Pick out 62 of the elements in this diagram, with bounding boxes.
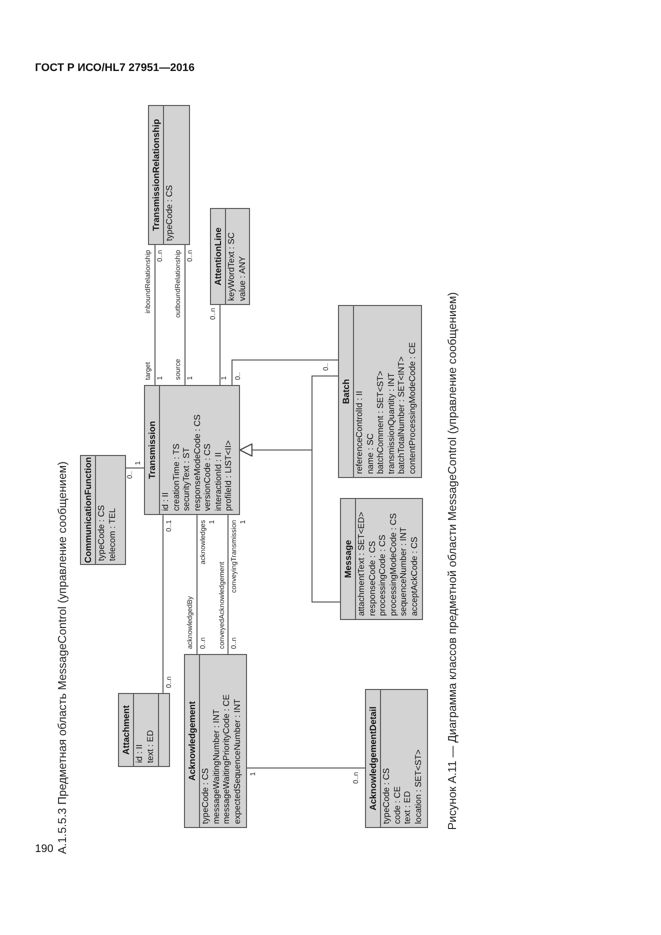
- class-name: CommunicationFunction: [81, 456, 96, 564]
- class-box: [144, 385, 240, 515]
- generalization-arrow: [239, 444, 340, 602]
- page-number: 190: [35, 843, 54, 855]
- figure-caption: Рисунок А.11 — Диаграмма классов предметной области MessageControl (управление сообщением): [447, 292, 459, 830]
- attribute-text: acceptAckCode : CS: [408, 536, 419, 618]
- attribute-text: messageWaitingPriorityCode : CE: [221, 693, 232, 826]
- attribute-text: securityText : ST: [181, 446, 192, 513]
- attribute-text: messageWaitingNumber : INT: [210, 708, 221, 826]
- class-box: [184, 654, 247, 828]
- association-line: [162, 514, 164, 694]
- association-line: [184, 244, 186, 386]
- attribute-text: responseCode : CS: [366, 540, 377, 618]
- class-box: [338, 305, 422, 478]
- attribute-text: batchTotalNumber : SET<INT>: [396, 356, 406, 476]
- attribute-text: expectedSequenceNumber : INT: [232, 698, 242, 826]
- attribute-text: id : II: [134, 743, 144, 765]
- attribute-text: profileId : LIST<II>: [223, 439, 234, 513]
- class-name: AttentionLine: [211, 209, 226, 304]
- class-box: [80, 455, 126, 565]
- class-box: [365, 689, 428, 828]
- attribute-text: interactionId : II: [212, 451, 223, 513]
- class-name: AcknowledgementDetail: [366, 690, 381, 827]
- attribute-text: typeCode : CS: [381, 767, 392, 826]
- attribute-text: attachmentText : SET<ED>: [356, 510, 366, 618]
- attribute-text: processingModeCode : CS: [388, 512, 398, 618]
- attribute-text: responseModeCode : CS: [192, 414, 202, 513]
- class-name: Transmission: [145, 386, 160, 514]
- attribute-text: creationTime : TS: [170, 442, 181, 513]
- class-name: TransmissionRelationship: [149, 106, 164, 244]
- attribute-text: typeCode : CS: [164, 184, 174, 243]
- class-name: Message: [341, 499, 356, 619]
- attribute-text: value : ANY: [236, 255, 247, 303]
- attribute-text: id : II: [160, 491, 170, 513]
- attribute-text: telecom : TEL: [106, 507, 117, 563]
- attribute-text: contentProcessingModeCode : CE: [406, 341, 417, 476]
- section-heading: А.1.5.5.3 Предметная область MessageControl (управление сообщением): [57, 461, 69, 854]
- association-line: [232, 360, 338, 386]
- attribute-text: text : ED: [402, 790, 412, 826]
- attribute-text: typeCode : CS: [200, 767, 210, 826]
- class-box: [340, 498, 423, 620]
- attribute-text: typeCode : CS: [96, 504, 106, 563]
- attribute-text: batchComment : SET<ST>: [375, 370, 386, 476]
- attribute-text: keyWordText : SC: [226, 231, 236, 303]
- class-name: Attachment: [119, 694, 134, 766]
- class-box: [210, 208, 250, 305]
- class-name: Batch: [339, 306, 354, 477]
- attribute-text: versionCode : CS: [202, 442, 212, 513]
- association-line: [196, 514, 198, 654]
- attribute-text: transmissionQuantity : INT: [386, 372, 396, 476]
- class-name: Acknowledgement: [185, 655, 200, 827]
- attribute-text: text : ED: [144, 729, 155, 765]
- attribute-text: processingCode : CS: [377, 534, 388, 618]
- attribute-text: referenceControlId : II: [354, 390, 364, 476]
- attribute-text: location : SET<ST>: [412, 748, 423, 826]
- attribute-text: sequenceNumber : INT: [398, 526, 408, 618]
- page-header: ГОСТ Р ИСО/HL7 27951—2016: [35, 62, 195, 74]
- attribute-text: name : SC: [364, 432, 375, 476]
- class-box: [148, 105, 190, 245]
- class-box: [118, 693, 170, 767]
- attribute-text: code : CE: [392, 785, 402, 826]
- association-line: [154, 244, 156, 386]
